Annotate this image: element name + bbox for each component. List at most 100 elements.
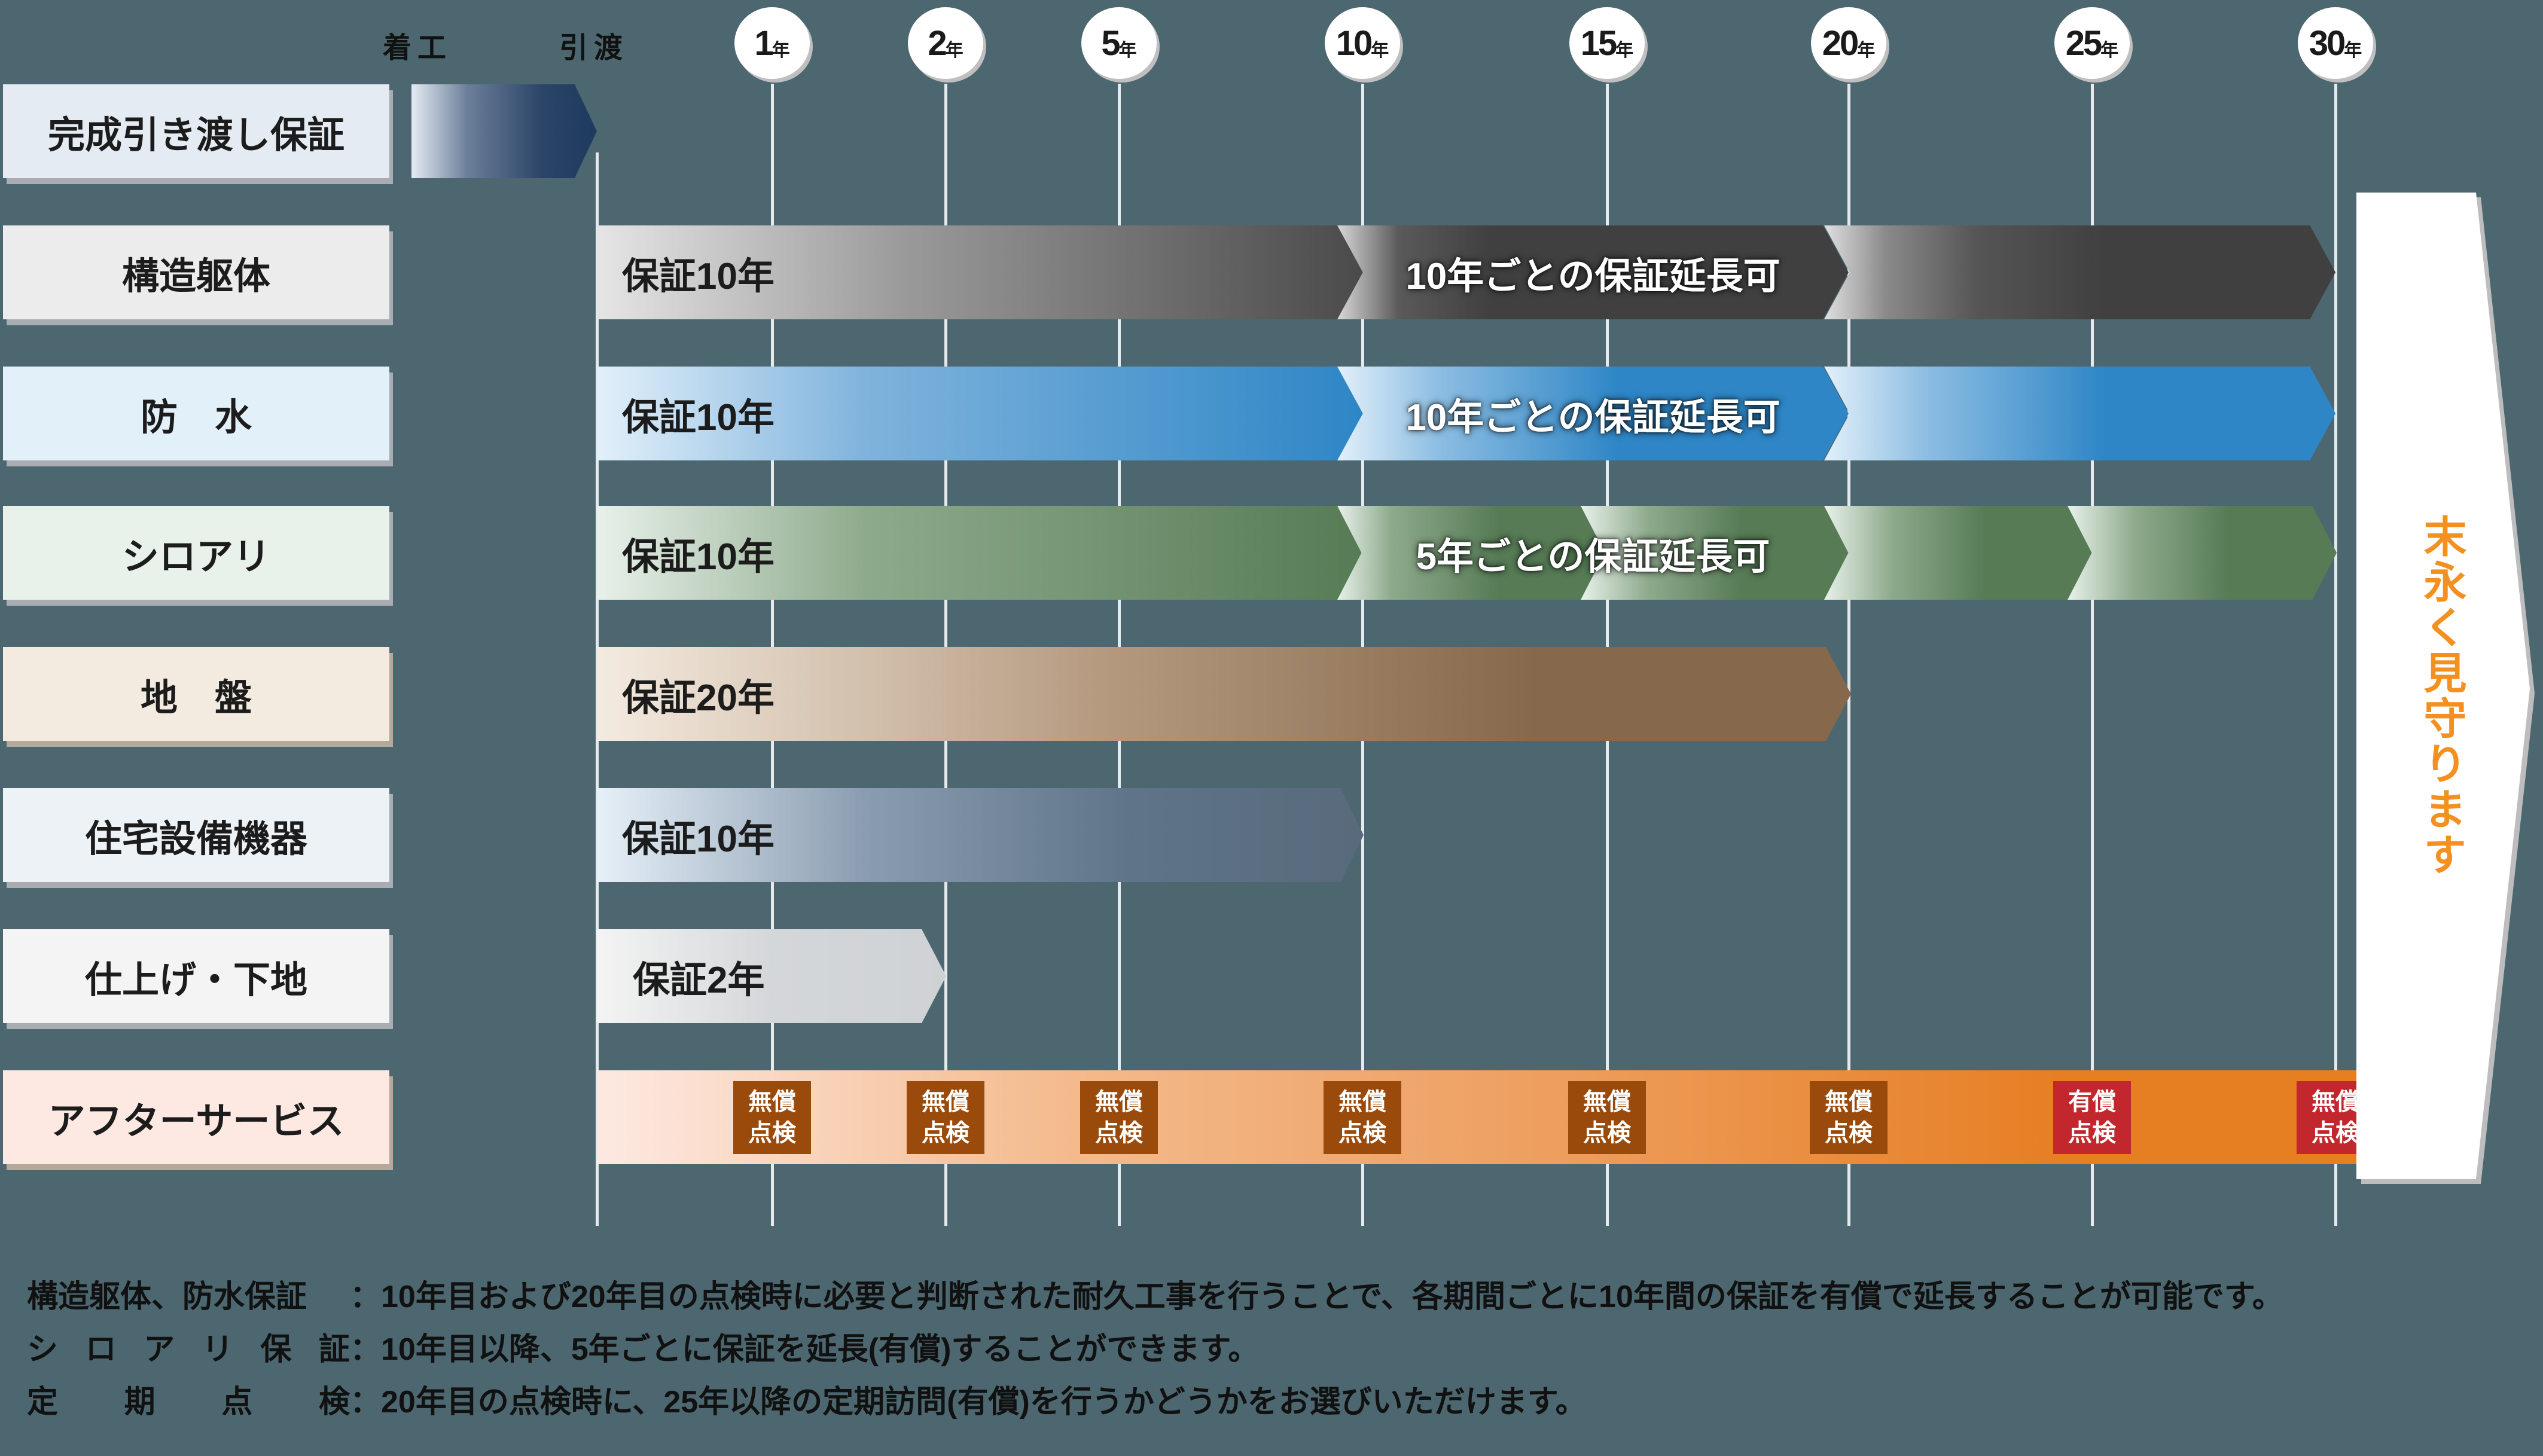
termite-extension-label-holder: 5年ごとの保証延長可 <box>1337 506 1849 600</box>
bar-after-service <box>597 1070 2445 1164</box>
footnote-structure-waterproof: 構造躯体、防水保証：10年目および20年目の点検時に必要と判断された耐久工事を行… <box>27 1271 2283 1323</box>
row-label-structure: 構造躯体 <box>3 225 389 319</box>
footnote-key: 定期点検 <box>27 1376 350 1428</box>
badge-line: 点検 <box>1825 1120 1873 1146</box>
year-number: 25 <box>2065 23 2102 63</box>
year-unit: 年 <box>772 41 790 60</box>
row-label-ground: 地 盤 <box>3 647 389 741</box>
badge-line: 無償 <box>1338 1089 1386 1115</box>
bar-label: 保証10年 <box>622 818 775 860</box>
row-label-equipment: 住宅設備機器 <box>3 788 389 882</box>
row-label-waterproof: 防 水 <box>3 367 389 460</box>
row-label-termite: シロアリ <box>3 506 389 600</box>
footnote-periodic-inspection: 定 期 点 検：20年目の点検時に、25年以降の定期訪問(有償)を行うかどうかをお選び… <box>27 1376 2283 1428</box>
footnote-key-char: ロ <box>85 1332 117 1367</box>
bar-waterproof-extension-1: 10年ごとの保証延長可 <box>1337 367 1849 460</box>
year-unit: 年 <box>1857 41 1876 60</box>
bar-termite-extension-3 <box>1824 506 2093 600</box>
badge-line: 無償 <box>2312 1089 2359 1115</box>
arrow-shape-icon <box>2356 193 2535 1184</box>
badge-free-inspection-2: 無償点検 <box>907 1081 984 1154</box>
extension-label: 5年ごとの保証延長可 <box>1416 536 1770 578</box>
gridline-year-30 <box>2334 84 2337 1226</box>
footnote-key-char: シ <box>27 1332 59 1367</box>
badge-line: 点検 <box>1583 1120 1631 1146</box>
gridline-year-20 <box>1847 84 1850 1226</box>
row-label-after-service: アフターサービス <box>3 1070 389 1164</box>
footnote-key-char: 点 <box>221 1385 253 1420</box>
footnote-key-text: 構造躯体、防水保証 <box>27 1280 307 1314</box>
year-unit: 年 <box>2344 41 2362 60</box>
badge-line: 有償 <box>2068 1089 2116 1115</box>
year-number: 5 <box>1101 23 1120 63</box>
lifetime-support-text: 末永く見守ります <box>2416 514 2466 878</box>
badge-line: 無償 <box>1825 1089 1873 1115</box>
badge-line: 無償 <box>1583 1089 1631 1115</box>
footnote-key-char: 検 <box>318 1385 350 1420</box>
footnote-key-char: リ <box>202 1332 233 1367</box>
badge-free-inspection-5: 無償点検 <box>1080 1081 1158 1154</box>
badge-line: 点検 <box>1338 1120 1386 1146</box>
bar-structure-extension-2 <box>1824 225 2335 319</box>
year-number: 2 <box>928 23 947 63</box>
bar-equipment: 保証10年 <box>597 788 1364 882</box>
footnote-termite: シロアリ保証：10年目以降、5年ごとに保証を延長(有償)することができます。 <box>27 1323 2283 1376</box>
badge-free-inspection-20: 無償点検 <box>1810 1081 1888 1154</box>
year-unit: 年 <box>1118 41 1137 60</box>
year-number: 10 <box>1335 23 1373 63</box>
year-unit: 年 <box>2100 41 2119 60</box>
year-number: 20 <box>1822 23 1859 63</box>
footnote-key-char: 期 <box>124 1385 155 1420</box>
bar-termite-extension-2 <box>1581 506 1850 600</box>
phase-label-handover: 引渡 <box>559 31 629 65</box>
footnote-text: 20年目の点検時に、25年以降の定期訪問(有償)を行うかどうかをお選びいただけま… <box>381 1385 1587 1420</box>
badge-paid-inspection-25: 有償点検 <box>2053 1081 2131 1154</box>
footnote-key-char: 保 <box>260 1332 292 1367</box>
footnote-text: 10年目以降、5年ごとに保証を延長(有償)することができます。 <box>381 1332 1260 1367</box>
bar-structure-extension-1: 10年ごとの保証延長可 <box>1337 225 1849 319</box>
footnote-separator: ： <box>350 1332 382 1367</box>
row-label-finishing: 仕上げ・下地 <box>3 929 389 1023</box>
bar-termite-extension-1 <box>1337 506 1606 600</box>
bar-label: 保証10年 <box>622 536 775 578</box>
footnote-key-char: ア <box>144 1332 175 1367</box>
badge-line: 点検 <box>748 1120 796 1146</box>
year-unit: 年 <box>945 41 963 60</box>
bar-label: 保証10年 <box>622 396 775 438</box>
footnotes: 構造躯体、防水保証：10年目および20年目の点検時に必要と判断された耐久工事を行… <box>27 1271 2283 1428</box>
badge-free-inspection-10: 無償点検 <box>1324 1081 1401 1154</box>
badge-free-inspection-1: 無償点検 <box>733 1081 811 1154</box>
extension-label: 10年ごとの保証延長可 <box>1405 255 1780 297</box>
footnote-key-char: 定 <box>27 1385 59 1420</box>
year-unit: 年 <box>1371 41 1389 60</box>
lifetime-support-arrow <box>2356 193 2536 1185</box>
badge-line: 点検 <box>1095 1120 1143 1146</box>
bar-waterproof-extension-2 <box>1824 367 2335 460</box>
extension-label: 10年ごとの保証延長可 <box>1405 396 1780 438</box>
badge-line: 無償 <box>1095 1089 1143 1115</box>
footnote-key: 構造躯体、防水保証 <box>27 1271 350 1323</box>
bar-finishing: 保証2年 <box>597 929 946 1023</box>
year-number: 1 <box>754 23 773 63</box>
year-number: 30 <box>2309 23 2346 63</box>
badge-line: 点検 <box>922 1120 969 1146</box>
phase-label-start-construction: 着工 <box>383 31 453 65</box>
footnote-key: シロアリ保証 <box>27 1323 350 1376</box>
footnote-separator: ： <box>350 1385 382 1420</box>
bar-label: 保証2年 <box>633 959 765 1001</box>
bar-label: 保証20年 <box>622 677 775 719</box>
bar-structure-base: 保証10年 <box>597 225 1364 319</box>
bar-completion-guarantee <box>411 84 597 178</box>
gridline-year-25 <box>2091 84 2094 1226</box>
bar-label: 保証10年 <box>622 255 775 297</box>
badge-free-inspection-15: 無償点検 <box>1568 1081 1646 1154</box>
badge-line: 点検 <box>2312 1120 2359 1146</box>
footnote-key-char: 証 <box>318 1332 350 1367</box>
